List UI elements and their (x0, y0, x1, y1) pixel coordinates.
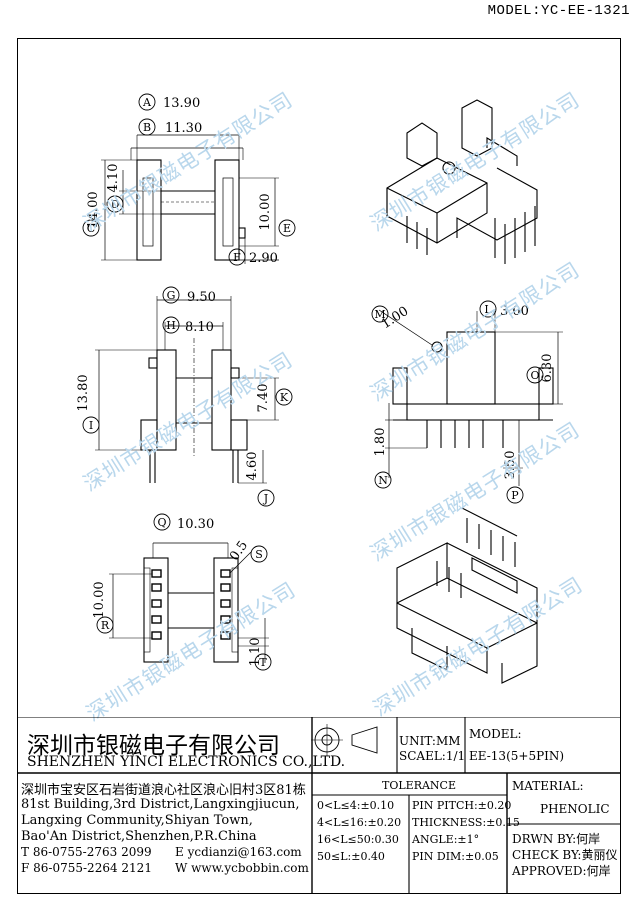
title-block: 深圳市银磁电子有限公司 SHENZHEN YINCI ELECTRONICS C… (17, 717, 621, 894)
pin-tolerance-row: PIN DIM:±0.05 (412, 850, 499, 863)
dim-letter-e: E (283, 222, 291, 235)
dim-letter-n: N (378, 474, 388, 487)
dim-letter-m: M (374, 308, 385, 321)
scale-label: SCAEL:1/1 (399, 749, 466, 763)
dim-letter-j: J (263, 492, 268, 505)
dim-letter-i: I (89, 419, 93, 432)
dim-letter-r: R (101, 619, 110, 632)
dim-value-i: 13.80 (76, 374, 91, 411)
dim-letter-l: L (484, 303, 492, 316)
dim-value-d: 4.10 (106, 164, 121, 193)
address-cn: 深圳市宝安区石岩街道浪心社区浪心旧村3区81栋 (21, 783, 306, 798)
company-name-cn: 深圳市银磁电子有限公司 (27, 733, 280, 759)
checked-by: CHECK BY:黄丽仪 (512, 848, 618, 862)
dim-value-a: 13.90 (163, 96, 200, 111)
unit-label: UNIT:MM (399, 734, 461, 748)
dim-letter-g: G (167, 289, 176, 302)
model-number-header: MODEL:YC-EE-1321 (487, 3, 630, 19)
website: W www.ycbobbin.com (175, 861, 309, 875)
dimension-markers (82, 93, 544, 671)
dim-value-q: 10.30 (177, 517, 214, 532)
approved-by: APPROVED:何岸 (512, 864, 611, 878)
address-en-line-1: 81st Building,3rd District,Langxingjiucu… (21, 797, 300, 812)
dim-value-l: 3.00 (500, 304, 529, 319)
isometric-view-top (386, 99, 538, 264)
address-en-line-3: Bao'An District,Shenzhen,P.R.China (21, 829, 257, 844)
drawn-by: DRWN BY:何岸 (512, 832, 601, 846)
dim-value-h: 8.10 (185, 320, 214, 335)
dim-value-t: 1.10 (248, 638, 263, 667)
tolerance-row: 50≤L:±0.40 (317, 850, 385, 863)
side-view (95, 296, 279, 484)
drawing-frame (17, 38, 621, 894)
isometric-view-bottom (396, 507, 538, 684)
dim-letter-h: H (166, 319, 176, 332)
dim-value-o: 6.30 (540, 354, 555, 383)
dim-letter-o: O (530, 369, 539, 382)
dim-value-s: 0.5 (227, 538, 251, 564)
pin-tolerance-row: PIN PITCH:±0.20 (412, 799, 512, 812)
model-label: MODEL: (469, 727, 522, 741)
dim-letter-f: F (233, 251, 241, 264)
technical-drawing: A B C D E F G H I J K L M N O P Q R S T … (76, 93, 563, 684)
dim-letter-b: B (143, 121, 151, 134)
pin-tolerance-row: THICKNESS:±0.15 (412, 816, 520, 829)
material-value: PHENOLIC (540, 802, 610, 816)
dim-value-j: 4.60 (245, 452, 260, 481)
dim-letter-s: S (255, 548, 263, 561)
dim-value-p: 3.50 (503, 451, 518, 480)
pin-tolerance-row: ANGLE:±1° (412, 833, 480, 846)
dim-letter-a: A (142, 96, 152, 109)
dim-value-n: 1.80 (373, 428, 388, 457)
dim-value-g: 9.50 (187, 290, 216, 305)
dim-letter-k: K (280, 391, 289, 404)
tolerance-row: 0<L≤4:±0.10 (317, 799, 395, 812)
dim-value-b: 11.30 (165, 121, 202, 136)
dimension-values: 13.90 11.30 2.90 9.50 8.10 3.00 10.30 (163, 96, 529, 532)
company-name-en: SHENZHEN YINCI ELECTRONICS CO.,LTD. (27, 754, 346, 770)
fax: F 86-0755-2264 2121 (21, 861, 152, 875)
dim-letter-q: Q (157, 516, 166, 529)
dim-value-c: 14.00 (86, 191, 101, 228)
dim-value-k: 7.40 (256, 384, 271, 413)
dim-letter-t: T (259, 656, 267, 669)
dim-letter-p: P (511, 489, 519, 502)
dim-letter-c: C (87, 222, 95, 235)
dim-value-r: 10.00 (92, 581, 107, 618)
address-en-line-2: Langxing Community,Shiyan Town, (21, 813, 253, 828)
dim-value-e: 10.00 (258, 193, 273, 230)
tolerance-title: TOLERANCE (382, 779, 456, 792)
material-label: MATERIAL: (512, 779, 584, 793)
tolerance-row: 16<L≤50:0.30 (317, 833, 399, 846)
bottom-view (109, 542, 269, 663)
dimension-values-rotated: 14.00 4.10 10.00 13.80 7.40 4.60 6.30 1.… (76, 164, 555, 667)
telephone: T 86-0755-2763 2099 (21, 845, 152, 859)
model-value: EE-13(5+5PIN) (469, 749, 565, 763)
pin-side-view (378, 309, 563, 486)
dim-letter-d: D (111, 198, 120, 211)
dimension-letters: A B C D E F G H I J K L M N O P Q R S T (87, 96, 540, 669)
tolerance-row: 4<L≤16:±0.20 (317, 816, 402, 829)
front-view (101, 134, 279, 264)
dim-value-f: 2.90 (249, 251, 278, 266)
email: E ycdianzi@163.com (175, 845, 302, 859)
